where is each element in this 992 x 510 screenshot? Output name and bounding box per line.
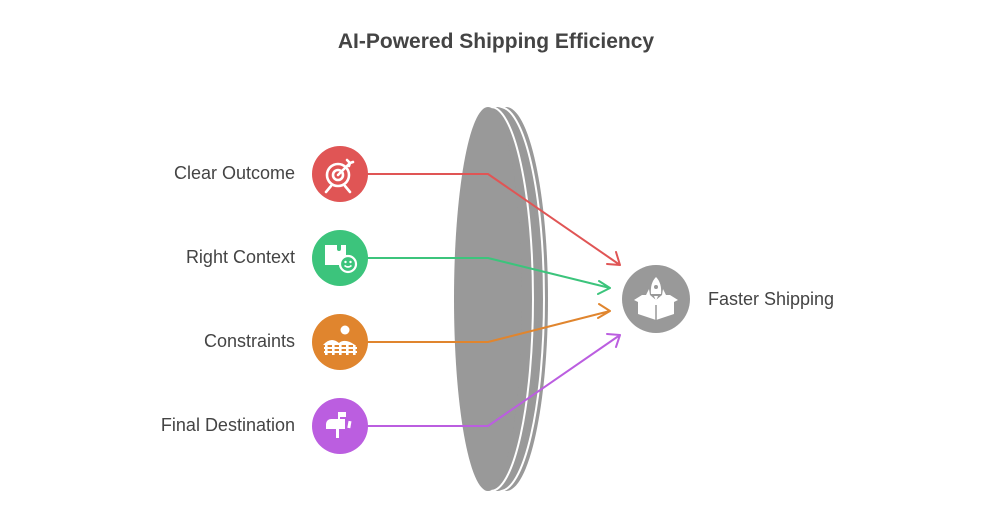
- label-final-destination: Final Destination: [160, 415, 295, 435]
- lens-rim-inner: [448, 106, 534, 492]
- node-constraints: [312, 314, 368, 370]
- target-icon: [324, 158, 355, 194]
- connector-clear-outcome: [367, 173, 621, 266]
- rocket-box-icon: [634, 277, 678, 320]
- node-faster-shipping: [622, 265, 690, 333]
- puzzle-smiley-icon: [325, 245, 358, 274]
- circle-constraints: [312, 314, 368, 370]
- label-faster-shipping: Faster Shipping: [708, 289, 835, 309]
- mailbox-icon: [326, 412, 352, 438]
- connector-constraints: [367, 303, 611, 343]
- lens-front: [454, 107, 522, 491]
- connector-final-destination: [367, 333, 621, 427]
- connector-right-context: [367, 257, 611, 295]
- node-final-destination: [312, 398, 368, 454]
- label-constraints: Constraints: [203, 331, 295, 351]
- label-right-context: Right Context: [185, 247, 295, 267]
- node-right-context: [312, 230, 368, 286]
- fenced-landscape-icon: [323, 325, 357, 355]
- lens: [448, 106, 548, 492]
- label-clear-outcome: Clear Outcome: [173, 163, 295, 183]
- node-clear-outcome: [312, 146, 368, 202]
- diagram-title: AI-Powered Shipping Efficiency: [337, 30, 655, 53]
